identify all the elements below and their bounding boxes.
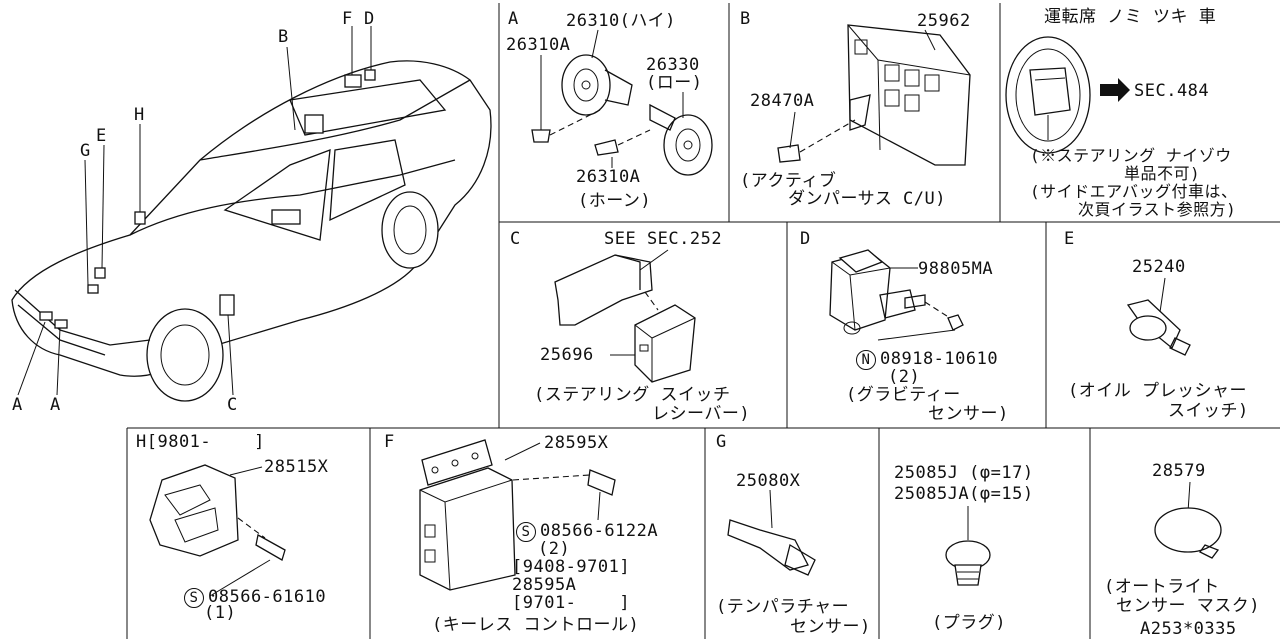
gravity-caption-2: センサー)	[928, 404, 1009, 424]
h-bracket-part-number: 28515X	[264, 457, 329, 477]
damper-caption-2: ダンパーサス C/U)	[788, 189, 946, 209]
panel-e-letter: E	[1064, 229, 1075, 249]
plug-part	[945, 506, 991, 586]
nut-symbol: N	[856, 350, 876, 370]
horn-parts	[531, 29, 713, 176]
steering-wheel	[1005, 36, 1130, 154]
damper-control-unit	[777, 24, 971, 166]
panel-a-letter: A	[508, 9, 519, 29]
gravity-sensor-part-number: 98805MA	[918, 259, 994, 279]
keyless-alt-part-number: 28595A	[512, 575, 577, 595]
f-screw-symbol: S	[516, 522, 536, 542]
steering-note-3: (サイドエアバッグ付車は、	[1030, 182, 1238, 201]
steering-title: 運転席 ノミ ツキ 車	[1044, 7, 1217, 27]
panel-f-letter: F	[384, 432, 395, 452]
gravity-sensor	[829, 249, 964, 341]
steering-note-4: 次頁イラスト参照方)	[1078, 200, 1237, 219]
car-label-a-left: A	[12, 395, 23, 415]
plug-part-number-1: 25085J (φ=17)	[894, 463, 1034, 483]
horn-high-part-number: 26310(ハイ)	[566, 11, 676, 31]
plug-caption: (プラグ)	[932, 613, 1006, 633]
receiver-caption-1: (ステアリング スイッチ	[534, 385, 731, 405]
car-label-f: F	[342, 9, 353, 29]
steering-sec-ref: SEC.484	[1134, 81, 1210, 101]
keyless-unit-part-number: 28595X	[544, 433, 609, 453]
panel-grid	[126, 3, 1280, 639]
illustration-reference-code: A253*0335	[1140, 619, 1237, 639]
gravity-caption-1: (グラビティー	[846, 385, 961, 405]
car-label-c: C	[227, 395, 238, 415]
car-label-e: E	[96, 126, 107, 146]
oil-switch-caption-2: スイッチ)	[1168, 401, 1249, 421]
panel-h-header: H[9801- ]	[136, 432, 265, 452]
steering-switch-receiver	[554, 249, 696, 383]
car-label-g: G	[80, 141, 91, 161]
mask-part-number: 28579	[1152, 461, 1206, 481]
h-screw-symbol: S	[184, 588, 204, 608]
steering-note-1: (※ステアリング ナイゾウ	[1030, 146, 1232, 165]
receiver-part-number: 25696	[540, 345, 594, 365]
panel-g-letter: G	[716, 432, 727, 452]
keyless-control-unit	[419, 439, 616, 591]
gravity-nut-qty: (2)	[888, 367, 921, 387]
sensor-mask-part	[1154, 481, 1222, 559]
car-label-b: B	[278, 27, 289, 47]
temperature-sensor	[727, 489, 816, 576]
temp-sensor-caption-1: (テンパラチャー	[716, 597, 850, 617]
h-screw-qty: (1)	[204, 603, 237, 623]
keyless-screw-part-number: 08566-6122A	[540, 521, 659, 541]
receiver-caption-2: レシーバー)	[652, 404, 751, 424]
car-label-d: D	[364, 9, 375, 29]
damper-unit-part-number: 25962	[917, 11, 971, 31]
horn-bolt-part-number: 26310A	[506, 35, 571, 55]
temp-sensor-caption-2: センサー)	[790, 617, 871, 637]
keyless-range-1: [9408-9701]	[512, 557, 631, 577]
car-illustration	[11, 26, 492, 402]
keyless-range-2: [9701- ]	[512, 593, 631, 613]
h-screw-part-number: 08566-61610	[208, 587, 327, 607]
mask-caption-2: センサー マスク)	[1116, 596, 1260, 616]
oil-pressure-switch	[1126, 277, 1191, 356]
car-label-h: H	[134, 105, 145, 125]
h-bracket-part	[149, 464, 286, 597]
horn-caption: (ホーン)	[578, 191, 652, 211]
mask-caption-1: (オートライト	[1104, 577, 1220, 597]
plug-part-number-2: 25085JA(φ=15)	[894, 484, 1034, 504]
oil-switch-part-number: 25240	[1132, 257, 1186, 277]
damper-bolt-part-number: 28470A	[750, 91, 815, 111]
horn-low-part-number: 26330	[646, 55, 700, 75]
panel-b-letter: B	[740, 9, 751, 29]
horn-low-label: (ロー)	[646, 73, 703, 93]
car-label-a-right: A	[50, 395, 61, 415]
gravity-nut-part-number: 08918-10610	[880, 349, 999, 369]
oil-switch-caption-1: (オイル プレッシャー	[1068, 381, 1247, 401]
panel-d-letter: D	[800, 229, 811, 249]
panel-c-letter: C	[510, 229, 521, 249]
keyless-caption: (キーレス コントロール)	[432, 615, 640, 635]
c-see-section: SEE SEC.252	[604, 229, 723, 249]
damper-caption-1: (アクティブ	[740, 171, 837, 191]
steering-note-2: 単品不可)	[1124, 164, 1201, 183]
keyless-screw-qty: (2)	[538, 539, 571, 559]
horn-bolt2-part-number: 26310A	[576, 167, 641, 187]
temp-sensor-part-number: 25080X	[736, 471, 801, 491]
